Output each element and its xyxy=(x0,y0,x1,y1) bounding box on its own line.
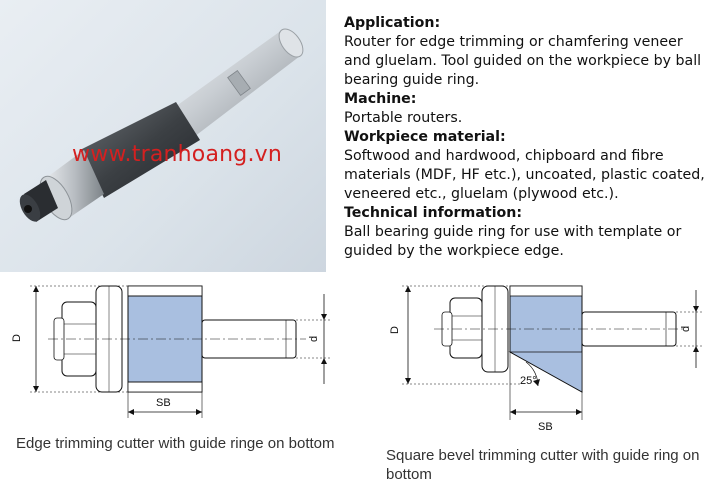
website-watermark: www.tranhoang.vn xyxy=(72,142,282,167)
label-angle: 25° xyxy=(520,375,537,387)
nut xyxy=(449,297,483,359)
product-photo: www.tranhoang.vn xyxy=(0,0,326,272)
caption-edge-trimming: Edge trimming cutter with guide ringe on… xyxy=(16,435,335,452)
router-bit-illustration xyxy=(19,28,304,222)
bevel-trimming-diagram: D d 25° SB xyxy=(389,285,702,433)
machine-text: Portable routers. xyxy=(344,110,463,126)
application-text: Router for edge trimming or chamfering v… xyxy=(344,34,702,88)
technical-heading: Technical information: xyxy=(344,205,523,221)
technical-text: Ball bearing guide ring for use with tem… xyxy=(344,224,682,259)
product-info: Application: Router for edge trimming or… xyxy=(344,14,708,261)
application-heading: Application: xyxy=(344,15,441,31)
edge-trimming-diagram: D d SB xyxy=(11,285,330,418)
machine-heading: Machine: xyxy=(344,91,417,107)
workpiece-text: Softwood and hardwood, chipboard and fib… xyxy=(344,148,705,202)
label-d: d xyxy=(308,336,320,342)
label-SB: SB xyxy=(156,397,171,409)
caption-bevel-trimming: Square bevel trimming cutter with guide … xyxy=(386,447,700,483)
label-D: D xyxy=(389,326,401,334)
workpiece-heading: Workpiece material: xyxy=(344,129,506,145)
label-SB: SB xyxy=(538,421,553,433)
label-d: d xyxy=(680,326,692,332)
label-D: D xyxy=(11,334,23,342)
